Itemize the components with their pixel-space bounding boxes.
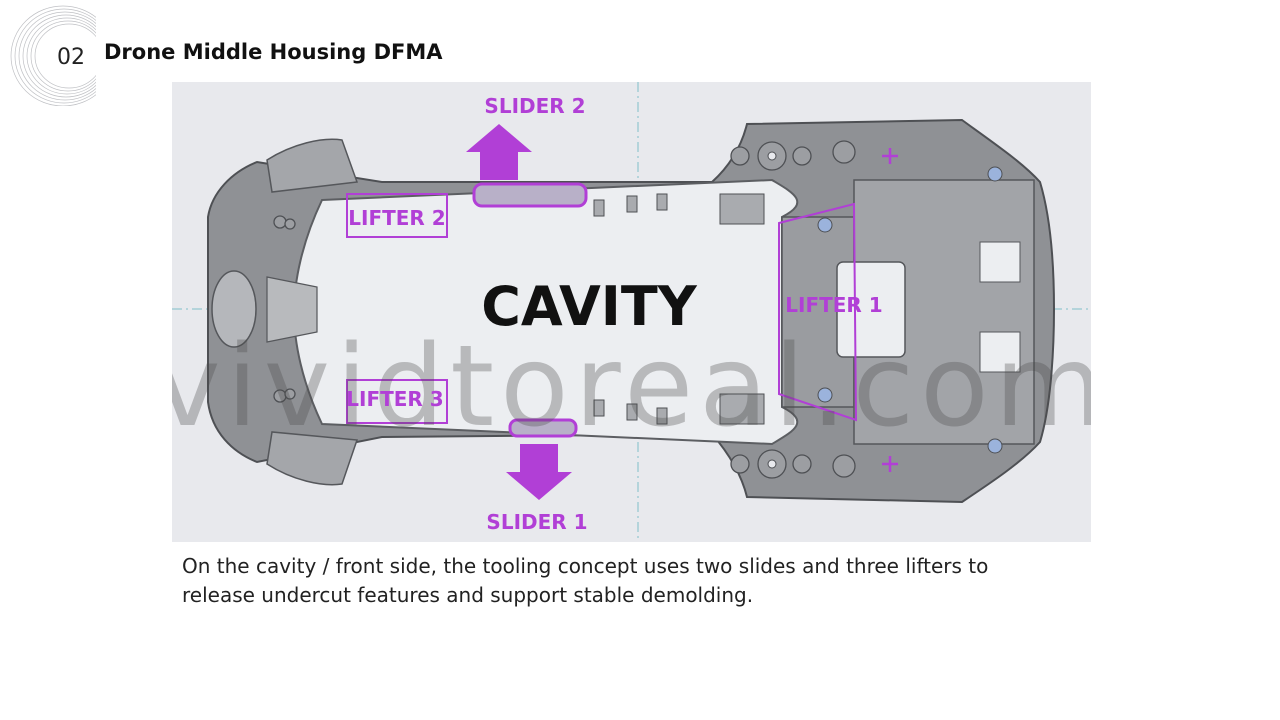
edge-clips [593,193,765,425]
lifter-1-label: LIFTER 1 [785,293,882,317]
lifter-1-outline [778,202,858,422]
lifter-2-box [346,193,448,238]
lifter-3-label: LIFTER 3 [346,387,443,411]
slider-1-arrow [506,444,572,500]
nose-dome [211,270,257,348]
section-badge: 02 [8,4,116,107]
slider-1-label: SLIDER 1 [486,510,587,534]
right-slot-top [979,241,1021,283]
slider-2-feature [472,182,588,208]
slider-2-arrow [466,124,532,180]
inner-cavity [292,178,799,446]
right-slot-bottom [979,331,1021,373]
figure-caption: On the cavity / front side, the tooling … [182,554,989,607]
housing-figure: vividtoreal.com SLIDER 2 SLIDER 1 LIFTER… [172,82,1091,542]
nose-wedge [266,276,318,343]
section-number: 02 [57,45,85,70]
left-wing-bottom [266,431,359,486]
blue-inserts [817,166,1003,454]
page-title: Drone Middle Housing DFMA [104,40,443,64]
slider-2-label: SLIDER 2 [484,94,585,118]
lifter-3-box [346,379,448,424]
slider-1-feature [508,418,578,438]
housing-diagram: vividtoreal.com SLIDER 2 SLIDER 1 LIFTER… [172,82,1091,542]
cavity-label: CAVITY [481,275,697,338]
plus-markers [882,148,898,472]
left-wing-top [266,138,359,193]
boss-holes [767,151,777,469]
watermark: vividtoreal.com [172,322,1091,452]
lifter-2-label: LIFTER 2 [348,206,445,230]
